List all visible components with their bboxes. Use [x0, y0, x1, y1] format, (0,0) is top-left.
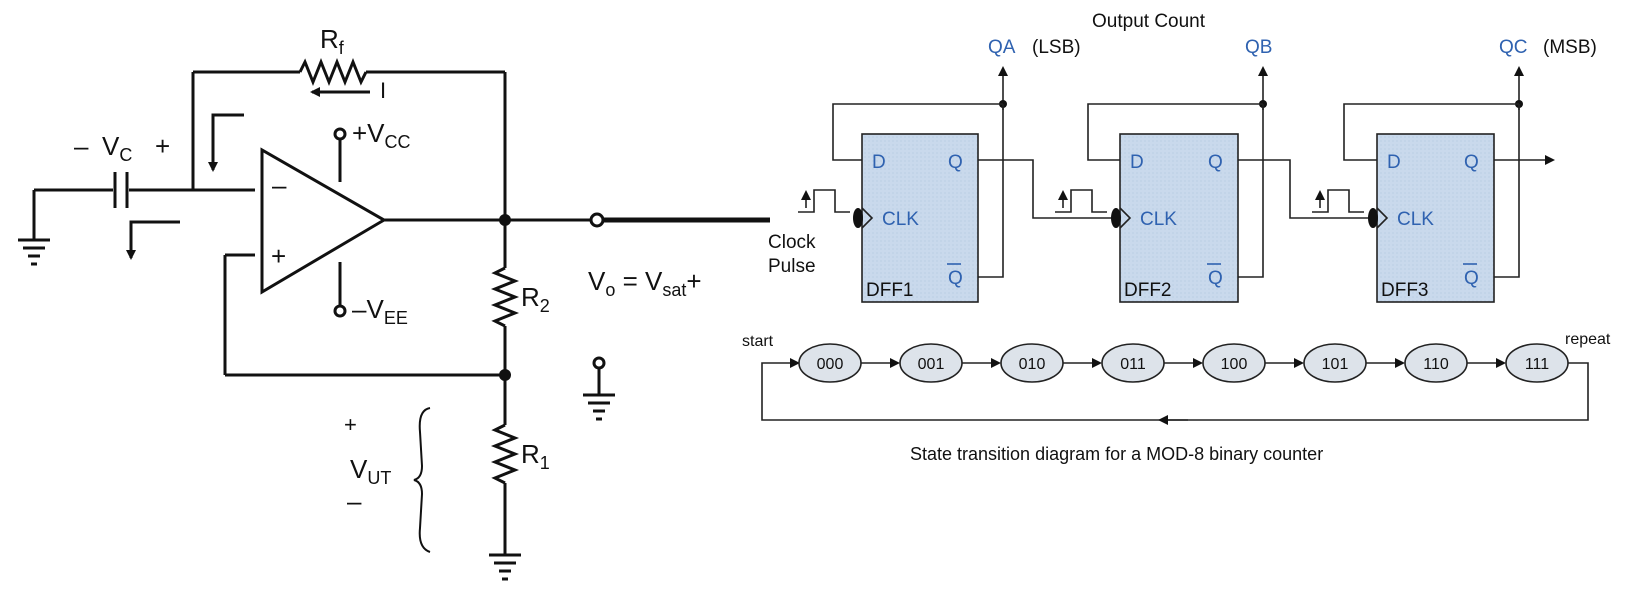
output-count-title: Output Count: [1092, 11, 1206, 32]
vc-label: VC: [102, 131, 132, 165]
clock-label-line1: Clock: [768, 232, 816, 253]
dff3-name: DFF3: [1381, 280, 1429, 301]
vc-minus: –: [74, 131, 89, 161]
state-node-label: 111: [1525, 356, 1549, 373]
clock-pulse-glyph-3: [1312, 189, 1364, 213]
dff1-name: DFF1: [866, 280, 914, 301]
opamp-minus-sign: –: [272, 170, 287, 200]
dff1-q: Q: [948, 152, 963, 173]
state-node-label: 100: [1221, 356, 1248, 373]
dff2-q: Q: [1208, 152, 1223, 173]
state-node-label: 000: [817, 356, 844, 373]
state-node-label: 010: [1019, 356, 1046, 373]
state-nodes: 000 001 010 011 100 101 110 111: [798, 343, 1569, 383]
r1-label: R1: [521, 439, 550, 473]
charge-arrow-top: [208, 113, 244, 172]
repeat-label: repeat: [1565, 331, 1611, 348]
state-node-label: 011: [1120, 356, 1146, 373]
dff1-clk: CLK: [882, 209, 919, 230]
opamp-plus-sign: +: [271, 241, 286, 271]
qb-label: QB: [1245, 37, 1272, 58]
dff1-d: D: [872, 152, 886, 173]
capacitor-vc: [113, 172, 129, 208]
qc-label: QC: [1499, 37, 1528, 58]
dff2-qbar: Q: [1208, 268, 1223, 289]
resistor-r2: [490, 266, 520, 328]
vut-plus: +: [344, 412, 357, 437]
vcc-label: +VCC: [352, 118, 411, 152]
dff3-q: Q: [1464, 152, 1479, 173]
vc-plus: +: [155, 131, 170, 161]
vut-label: VUT: [350, 454, 391, 488]
state-node-label: 110: [1423, 356, 1449, 373]
opamp-triangle: [260, 147, 387, 295]
current-label: I: [380, 78, 386, 103]
start-label: start: [742, 333, 774, 350]
dff1-block: D Q CLK Q DFF1: [853, 133, 979, 303]
qc-note: (MSB): [1543, 37, 1597, 58]
state-node: [1505, 343, 1569, 383]
resistor-r1: [490, 423, 520, 485]
counter-diagram: Output Count QA (LSB) QB QC (MSB): [742, 11, 1611, 464]
rf-label: Rf: [320, 24, 345, 58]
qa-note: (LSB): [1032, 37, 1081, 58]
r2-label: R2: [521, 282, 550, 316]
ground-symbol-left: [18, 190, 50, 266]
dff3-block: D Q CLK Q DFF3: [1368, 133, 1495, 303]
dff2-block: D Q CLK Q DFF2: [1111, 133, 1239, 303]
dff2-clk: CLK: [1140, 209, 1177, 230]
vut-minus: –: [347, 486, 362, 516]
clock-label-line2: Pulse: [768, 256, 816, 277]
opamp-schematic: Rf I – VC + +VCC –VEE – + R2 R1 + VUT – …: [18, 24, 770, 581]
dff3-d: D: [1387, 152, 1401, 173]
dff3-clk: CLK: [1397, 209, 1434, 230]
vee-label: –VEE: [352, 294, 408, 328]
state-diagram: start repeat 000 001 010 011 100 101 110 111 St…: [742, 331, 1611, 464]
resistor-rf: [298, 57, 368, 87]
vo-label: Vo = Vsat+: [588, 266, 702, 300]
charge-arrow-bottom: [126, 220, 180, 260]
ground-symbol-bottom: [489, 553, 521, 581]
state-node-label: 001: [918, 356, 945, 373]
dff2-name: DFF2: [1124, 280, 1172, 301]
clock-pulse-glyph-2: [1055, 189, 1107, 213]
qa-label: QA: [988, 37, 1016, 58]
state-node-label: 101: [1322, 356, 1349, 373]
vut-brace: [413, 407, 431, 553]
clock-pulse-glyph-1: [798, 189, 850, 213]
state-diagram-caption: State transition diagram for a MOD-8 bin…: [910, 444, 1323, 464]
dff1-qbar: Q: [948, 268, 963, 289]
dff2-d: D: [1130, 152, 1144, 173]
ground-symbol-output: [583, 356, 615, 421]
dff3-qbar: Q: [1464, 268, 1479, 289]
